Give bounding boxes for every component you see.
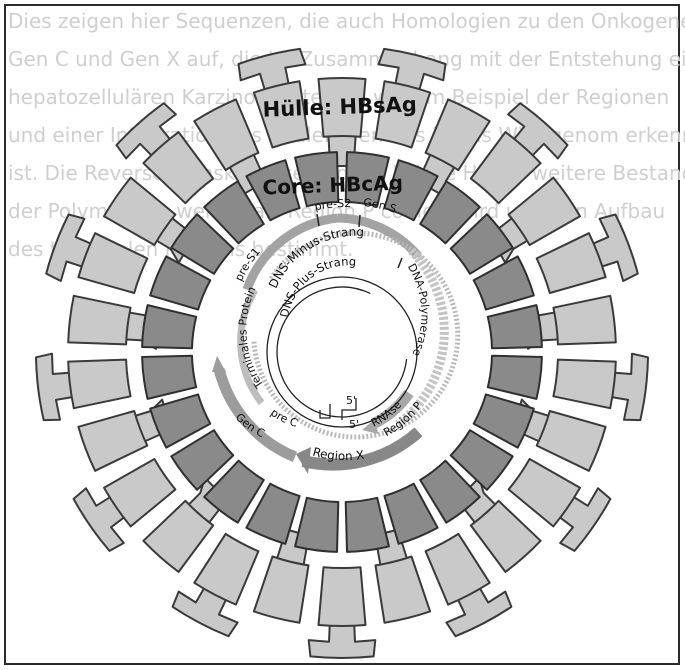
envelope-subunit <box>553 354 648 420</box>
region-p-tick <box>398 258 402 268</box>
region-x-arrowhead <box>296 447 311 474</box>
envelope-block <box>553 296 615 345</box>
core-subunit <box>295 498 338 552</box>
core-subunit <box>346 498 389 552</box>
envelope-subunit <box>309 567 376 658</box>
envelope-subunit <box>36 354 131 420</box>
envelope-block <box>254 557 309 623</box>
envelope-layer <box>36 49 648 658</box>
five-prime-label-bottom: 5' <box>349 418 359 431</box>
background-text-line: Gen C und Gen X auf, die im Zusammenhang… <box>8 47 685 71</box>
core-subunit <box>142 305 196 348</box>
svg-text:Gen C: Gen C <box>233 411 267 441</box>
envelope-block <box>376 557 431 623</box>
gen-c-label: Gen C <box>233 411 267 441</box>
core-subunit <box>488 305 542 348</box>
core-subunit <box>142 356 196 399</box>
envelope-block <box>553 360 615 409</box>
gen-c-arrowhead <box>212 356 226 372</box>
surface-spike-outward <box>309 624 376 658</box>
five-prime-label-top: 5' <box>346 394 356 407</box>
core-subunit <box>488 356 542 399</box>
svg-text:Terminales Protein: Terminales Protein <box>236 285 266 392</box>
background-text-line: Dies zeigen hier Sequenzen, die auch Hom… <box>8 9 685 33</box>
envelope-block <box>319 567 366 626</box>
envelope-block <box>68 360 130 409</box>
envelope-block <box>68 296 130 345</box>
envelope-block <box>78 411 147 471</box>
terminal-protein-label: Terminales Protein <box>236 285 266 392</box>
envelope-block <box>537 411 606 471</box>
core-label: Core: HBcAg <box>262 171 403 200</box>
